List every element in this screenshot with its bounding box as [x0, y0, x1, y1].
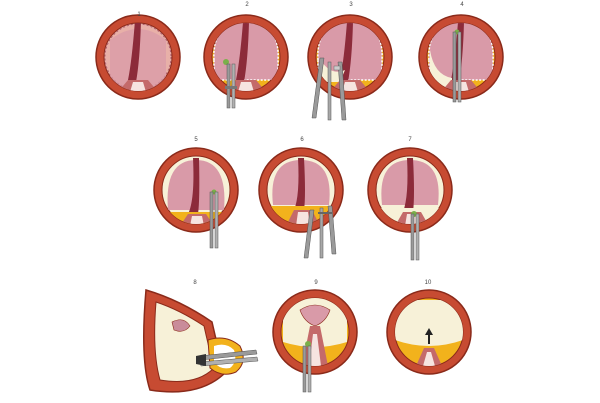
cautery-tip — [223, 59, 229, 65]
step-7-figure — [367, 147, 453, 261]
step-6-figure — [258, 147, 344, 259]
instrument — [303, 205, 337, 259]
instrument — [311, 57, 347, 121]
step-3-figure — [307, 14, 393, 121]
instrument — [410, 213, 420, 261]
step-2-figure — [203, 14, 289, 109]
instrument — [196, 349, 259, 367]
step-10-figure — [386, 289, 472, 375]
upward-arrow — [425, 328, 433, 344]
instrument — [225, 63, 237, 109]
step-4-figure — [418, 14, 504, 103]
instrument — [209, 191, 219, 249]
step-8-figure — [143, 289, 259, 393]
instrument — [452, 31, 462, 103]
step-9-figure — [272, 289, 358, 393]
step-5-figure — [153, 147, 239, 249]
midline-ridge — [128, 23, 141, 82]
instrument — [302, 345, 312, 393]
step-1-figure — [95, 14, 181, 100]
